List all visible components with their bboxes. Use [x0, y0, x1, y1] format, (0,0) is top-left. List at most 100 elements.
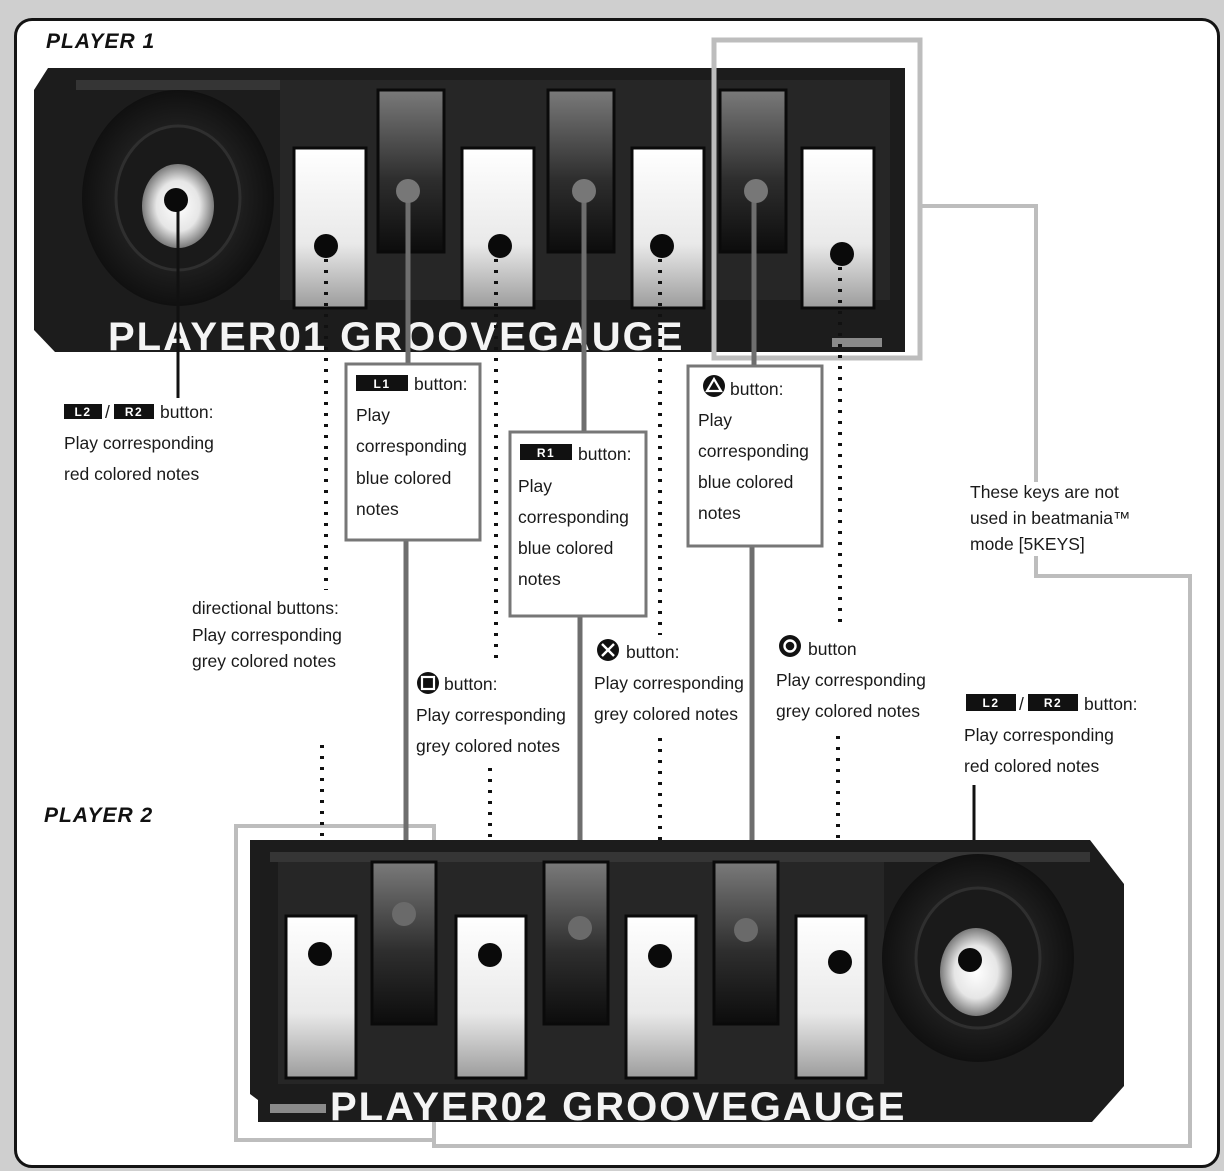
svg-text:blue colored: blue colored	[698, 472, 793, 492]
p2-key-3-white	[454, 914, 528, 1080]
svg-text:Play: Play	[518, 476, 552, 496]
svg-text:button:: button:	[160, 402, 214, 422]
svg-text:button:: button:	[626, 642, 680, 662]
square-icon	[417, 672, 439, 694]
p1-key-7-white	[800, 146, 876, 310]
p2-key-1-white	[284, 914, 358, 1080]
p2-key-1-dot	[308, 942, 332, 966]
player-2-gauge-label: PLAYER02 GROOVEGAUGE	[330, 1085, 906, 1129]
l2-badge	[64, 404, 102, 419]
p1-unused-keys-frame	[711, 37, 923, 361]
svg-text:blue colored: blue colored	[356, 468, 451, 488]
l1-badge	[356, 375, 408, 391]
svg-text:notes: notes	[698, 503, 741, 523]
p2-key-4-dot	[568, 916, 592, 940]
p2-key-4-black	[542, 860, 610, 1026]
p2-key-3-dot	[478, 943, 502, 967]
svg-text:Play: Play	[356, 405, 390, 425]
p1-key-6-dot	[744, 179, 768, 203]
key-markers	[164, 179, 982, 974]
svg-text:R2: R2	[1044, 696, 1062, 710]
r1-badge	[520, 444, 572, 460]
svg-text:R2: R2	[125, 405, 143, 419]
p2-unused-keys-frame	[234, 556, 1192, 1148]
p2-key-7-dot	[828, 950, 852, 974]
callout-unused-keys: These keys are not used in beatmania™ mo…	[970, 482, 1131, 554]
svg-text:button:: button:	[1084, 694, 1138, 714]
p2-turntable-dot	[958, 948, 982, 972]
svg-text:grey colored notes: grey colored notes	[776, 701, 920, 721]
p2-key-2-dot	[392, 902, 416, 926]
callout-r1: R1 button: Play corresponding blue color…	[508, 430, 648, 618]
p1-key-5-white	[630, 146, 706, 310]
svg-text:button:: button:	[414, 374, 468, 394]
callout-circle: button Play corresponding grey colored n…	[776, 635, 926, 721]
svg-text:Play: Play	[698, 410, 732, 430]
svg-text:notes: notes	[518, 569, 561, 589]
p1-key-4-black	[546, 88, 616, 254]
p1-key-1-white	[292, 146, 368, 310]
svg-text:button:: button:	[444, 674, 498, 694]
p2-key-5-dot	[648, 944, 672, 968]
svg-text:/: /	[105, 402, 110, 422]
r2-badge	[114, 404, 154, 419]
p1-key-1-dot	[314, 234, 338, 258]
svg-text:button:: button:	[578, 444, 632, 464]
p1-key-4-dot	[572, 179, 596, 203]
p2-key-6-black	[712, 860, 780, 1026]
callout-l2r2-p2: L2 / R2 button: Play corresponding red c…	[964, 694, 1138, 776]
r2-badge	[1028, 694, 1078, 711]
cross-icon	[597, 639, 619, 661]
p1-key-3-dot	[488, 234, 512, 258]
svg-text:corresponding: corresponding	[698, 441, 809, 461]
callout-l2r2-p1: L2 / R2 button: Play corresponding red c…	[64, 402, 214, 484]
svg-text:grey colored notes: grey colored notes	[416, 736, 560, 756]
callout-square: button: Play corresponding grey colored …	[416, 672, 566, 756]
player-1-controller: PLAYER01 GROOVEGAUGE	[34, 68, 905, 359]
circle-icon	[779, 635, 801, 657]
player-2-label: PLAYER 2	[44, 804, 153, 827]
p1-key-5-dot	[650, 234, 674, 258]
callout-cross: button: Play corresponding grey colored …	[594, 639, 744, 724]
svg-text:L1: L1	[373, 377, 390, 391]
svg-text:These keys are not: These keys are not	[970, 482, 1119, 502]
svg-text:red colored notes: red colored notes	[64, 464, 199, 484]
svg-text:grey colored notes: grey colored notes	[594, 704, 738, 724]
svg-text:Play corresponding: Play corresponding	[594, 673, 744, 693]
p1-key-2-dot	[396, 179, 420, 203]
callout-directional: directional buttons: Play corresponding …	[192, 598, 342, 671]
p2-key-7-white	[794, 914, 868, 1080]
svg-text:corresponding: corresponding	[356, 436, 467, 456]
p1-turntable-dot	[164, 188, 188, 212]
callout-triangle: button: Play corresponding blue colored …	[686, 364, 824, 548]
svg-text:Play corresponding: Play corresponding	[192, 625, 342, 645]
svg-text:Play corresponding: Play corresponding	[64, 433, 214, 453]
callout-l1: L1 button: Play corresponding blue color…	[344, 362, 482, 542]
triangle-icon	[703, 375, 725, 397]
svg-text:used in beatmania™: used in beatmania™	[970, 508, 1131, 528]
svg-text:button:: button:	[730, 379, 784, 399]
p2-key-6-dot	[734, 918, 758, 942]
player-2-controller: PLAYER02 GROOVEGAUGE	[250, 840, 1124, 1129]
p2-key-5-white	[624, 914, 698, 1080]
svg-text:L2: L2	[982, 696, 999, 710]
svg-text:Play corresponding: Play corresponding	[776, 670, 926, 690]
player-1-label: PLAYER 1	[46, 30, 155, 53]
svg-text:blue colored: blue colored	[518, 538, 613, 558]
svg-text:directional buttons:: directional buttons:	[192, 598, 339, 618]
p1-key-7-dot	[830, 242, 854, 266]
svg-text:corresponding: corresponding	[518, 507, 629, 527]
player-1-gauge-label: PLAYER01 GROOVEGAUGE	[108, 315, 684, 359]
svg-text:notes: notes	[356, 499, 399, 519]
l2-badge	[966, 694, 1016, 711]
svg-text:Play corresponding: Play corresponding	[964, 725, 1114, 745]
svg-text:Play corresponding: Play corresponding	[416, 705, 566, 725]
svg-text:red colored notes: red colored notes	[964, 756, 1099, 776]
svg-text:L2: L2	[74, 405, 91, 419]
svg-text:button: button	[808, 639, 857, 659]
svg-text:grey colored notes: grey colored notes	[192, 651, 336, 671]
p2-key-2-black	[370, 860, 438, 1026]
svg-text:mode [5KEYS]: mode [5KEYS]	[970, 534, 1085, 554]
svg-text:R1: R1	[537, 446, 555, 460]
